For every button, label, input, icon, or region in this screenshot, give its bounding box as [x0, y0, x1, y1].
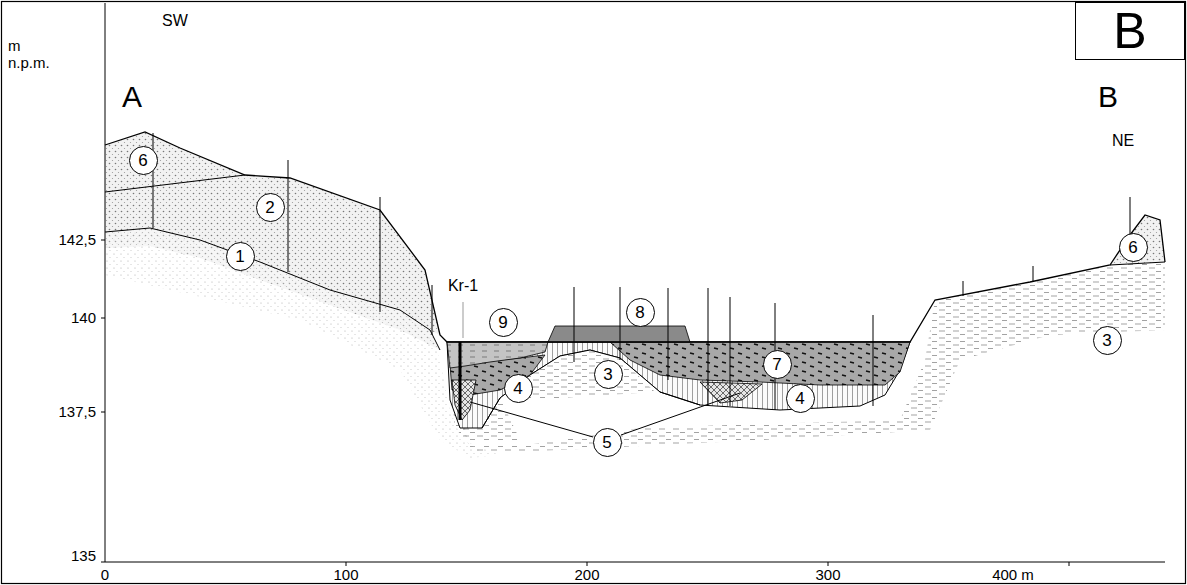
layer-callout: 3 — [1093, 326, 1122, 355]
panel-letter-box: B — [1075, 2, 1185, 60]
layer-callout: 4 — [504, 374, 533, 403]
axis-tick-label: 137,5 — [58, 404, 96, 421]
layer-callout: 8 — [626, 298, 655, 327]
section-end: B — [1098, 80, 1118, 113]
layer-callout: 1 — [226, 242, 255, 271]
axis-tick-label: 142,5 — [58, 232, 96, 249]
layer-callout: 6 — [129, 146, 158, 175]
borehole-label: Kr-1 — [448, 277, 478, 295]
axis-tick-label: 140 — [71, 310, 96, 327]
callout-number: 3 — [603, 366, 612, 383]
callout-number: 7 — [772, 356, 781, 373]
axis-tick-label: 300 — [815, 567, 840, 584]
callout-number: 4 — [795, 390, 804, 407]
layer-callout: 5 — [593, 428, 622, 457]
panel-letter: B — [1113, 6, 1146, 56]
layer-callout: 7 — [763, 350, 792, 379]
axis-tick-label: 100 — [333, 567, 358, 584]
direction-label: NE — [1112, 132, 1134, 150]
direction-label: SW — [162, 12, 188, 30]
callout-number: 4 — [513, 380, 522, 397]
section-end: A — [122, 80, 142, 113]
callout-number: 6 — [138, 152, 147, 169]
callout-number: 5 — [602, 434, 611, 451]
callout-number: 8 — [635, 304, 644, 321]
axis-tick-label: 200 — [574, 567, 599, 584]
layer-callout: 9 — [489, 308, 518, 337]
layer-callout: 6 — [1119, 233, 1148, 262]
callout-number: 6 — [1128, 239, 1137, 256]
callout-number: 1 — [235, 248, 244, 265]
axis-tick-label: 0 — [101, 567, 109, 584]
callout-number: 2 — [265, 199, 274, 216]
axis-unit: m n.p.m. — [8, 38, 56, 71]
callout-number: 9 — [498, 314, 507, 331]
axis-tick-label: 400 m — [992, 567, 1034, 584]
axis-tick-label: 135 — [71, 548, 96, 565]
callout-number: 3 — [1102, 332, 1111, 349]
layer-callout: 3 — [594, 360, 623, 389]
layer-callout: 2 — [256, 193, 285, 222]
layer-callout: 4 — [786, 384, 815, 413]
